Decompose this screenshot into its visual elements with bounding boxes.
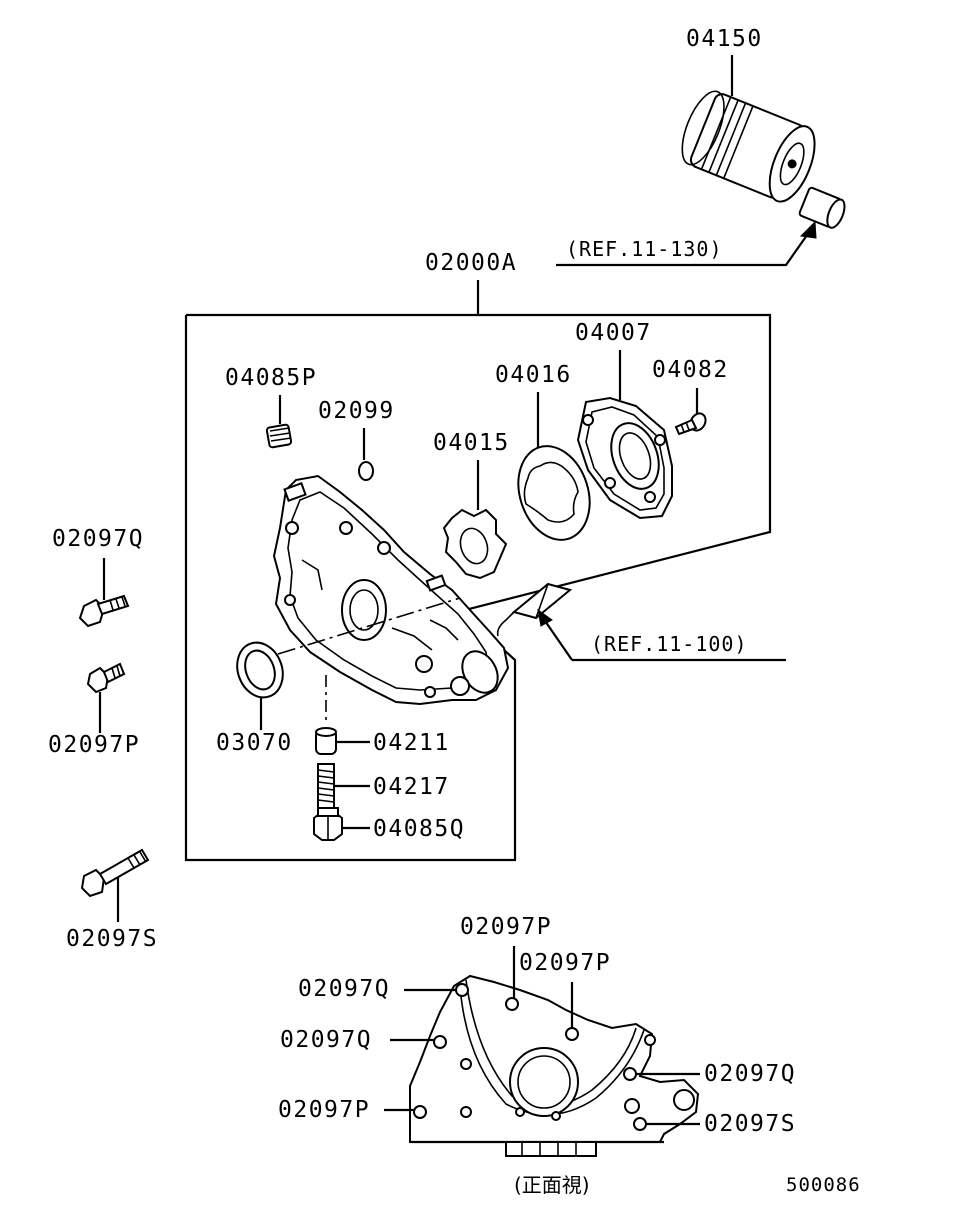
oil-filter-04150[interactable]: 04150 (REF.11-130): [556, 26, 848, 267]
label-02097S: 02097S: [66, 926, 158, 952]
label-04015: 04015: [433, 430, 510, 456]
label-02099: 02099: [318, 398, 395, 424]
ref-11-100-label[interactable]: (REF.11-100): [591, 632, 748, 656]
front-view: [384, 946, 700, 1157]
plug-04085Q[interactable]: 04085Q: [313, 807, 465, 842]
label-03070: 03070: [216, 730, 293, 756]
pump-cover-04007[interactable]: 04007: [575, 320, 673, 520]
relief-plunger-04211[interactable]: 04211: [315, 727, 450, 756]
label-04211: 04211: [373, 730, 450, 756]
label-02097Q: 02097Q: [52, 526, 144, 552]
front-label-right-q: 02097Q: [704, 1061, 796, 1087]
label-02000A: 02000A: [425, 250, 517, 276]
front-label-top-p1: 02097P: [460, 914, 552, 940]
relief-spring-04217[interactable]: 04217: [317, 763, 450, 809]
front-label-left-p: 02097P: [278, 1097, 370, 1123]
o-ring-02099[interactable]: 02099: [318, 398, 395, 481]
label-04007: 04007: [575, 320, 652, 346]
front-view-labels: 02097P 02097P 02097Q 02097Q 02097P 02097…: [278, 914, 796, 1197]
sealant-tube-ref-11-100[interactable]: (REF.11-100): [496, 582, 786, 662]
outer-rotor-04016[interactable]: 04016: [495, 362, 601, 549]
front-view-caption: (正面視): [514, 1173, 590, 1197]
front-label-left-q1: 02097Q: [298, 976, 390, 1002]
oil-pump-body: [272, 474, 510, 706]
inner-rotor-04015[interactable]: 04015: [433, 430, 510, 580]
label-04016: 04016: [495, 362, 572, 388]
ref-11-130-label[interactable]: (REF.11-130): [566, 237, 723, 261]
label-04085P: 04085P: [225, 365, 317, 391]
front-label-right-s: 02097S: [704, 1111, 796, 1137]
label-04150: 04150: [686, 26, 763, 52]
bolt-02097S[interactable]: 02097S: [66, 848, 158, 952]
cover-screw-04082[interactable]: 04082: [652, 357, 729, 436]
oil-seal-03070[interactable]: 03070: [216, 636, 293, 756]
label-02097P: 02097P: [48, 732, 140, 758]
bolt-02097P[interactable]: 02097P: [48, 662, 140, 758]
label-04085Q: 04085Q: [373, 816, 465, 842]
plug-04085P[interactable]: 04085P: [225, 365, 317, 449]
label-04082: 04082: [652, 357, 729, 383]
bolt-02097Q[interactable]: 02097Q: [52, 526, 144, 628]
label-04217: 04217: [373, 774, 450, 800]
front-label-top-p2: 02097P: [519, 950, 611, 976]
figure-number: 500086: [786, 1174, 861, 1196]
front-label-left-q2: 02097Q: [280, 1027, 372, 1053]
